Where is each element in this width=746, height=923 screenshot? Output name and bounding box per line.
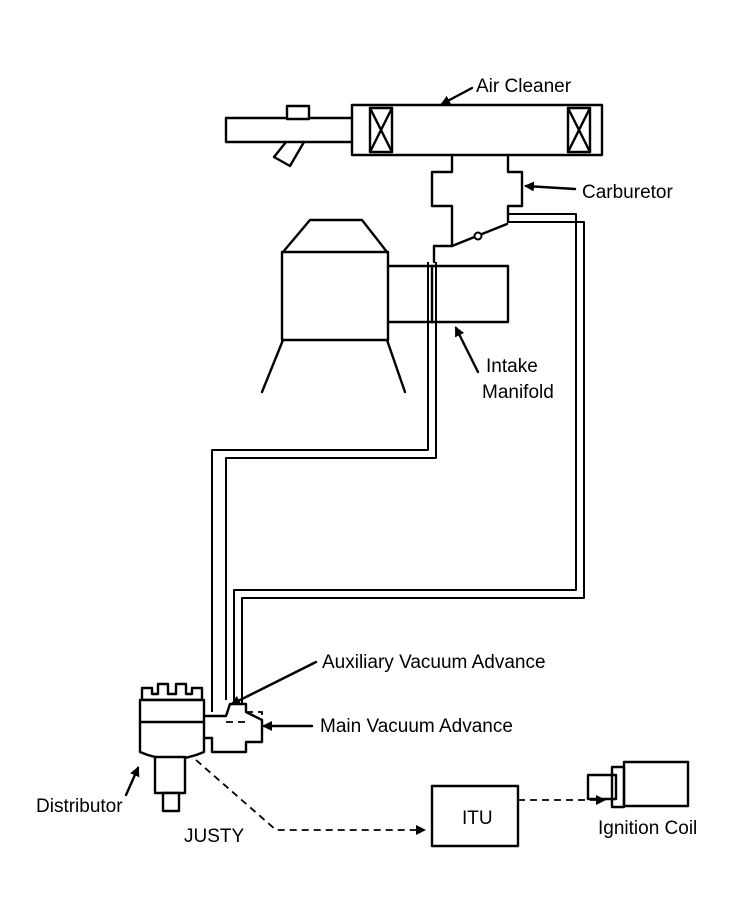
justy-label: JUSTY (184, 826, 245, 847)
intake-manifold-arrow (454, 326, 480, 374)
aux-vacuum-advance-label: Auxiliary Vacuum Advance (322, 652, 546, 673)
intake-manifold (386, 264, 510, 324)
air-cleaner-label: Air Cleaner (476, 76, 572, 97)
vacuum-hoses (211, 213, 585, 712)
ignition-coil-label: Ignition Coil (598, 818, 697, 839)
carburetor-arrow (524, 181, 577, 192)
engine (260, 218, 407, 394)
ignition-coil (586, 760, 690, 809)
distributor-label: Distributor (36, 796, 123, 817)
intake-manifold-label-line1: Intake (486, 356, 538, 377)
distributor-arrow (124, 766, 140, 797)
carburetor-label: Carburetor (582, 182, 673, 203)
itu-box (430, 784, 520, 848)
air-cleaner-arrow (440, 86, 474, 106)
distributor (138, 682, 264, 813)
intake-manifold-label-line2: Manifold (482, 382, 554, 403)
aux-vacuum-advance-arrow (230, 660, 318, 706)
itu-label: ITU (462, 808, 493, 829)
carburetor (430, 153, 524, 264)
air-cleaner (224, 103, 604, 168)
main-vacuum-advance-label: Main Vacuum Advance (320, 716, 513, 737)
distributor-to-itu-line (195, 759, 426, 835)
